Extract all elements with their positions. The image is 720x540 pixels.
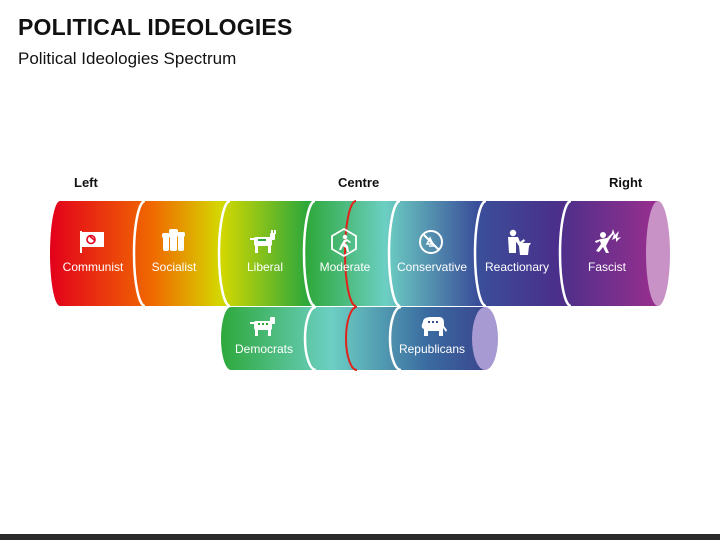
centre-line-bottom xyxy=(345,306,358,371)
podium-speaker-icon xyxy=(508,229,531,255)
bottom-divider-1 xyxy=(303,305,317,372)
page-subtitle: Political Ideologies Spectrum xyxy=(18,49,237,68)
segment-label-reactionary: Reactionary xyxy=(485,260,549,274)
bottom-cylinder-end-cap xyxy=(472,307,498,370)
segment-label-liberal: Liberal xyxy=(247,260,283,274)
footer-bar xyxy=(0,534,720,540)
bottom-divider-2 xyxy=(388,305,402,372)
axis-label-right: Right xyxy=(609,175,643,190)
segment-label-fascist: Fascist xyxy=(588,260,627,274)
segment-label-socialist: Socialist xyxy=(152,260,197,274)
bottom-cylinder-body xyxy=(221,307,485,370)
divider-6 xyxy=(558,199,572,308)
axis-label-centre: Centre xyxy=(338,175,380,190)
segment-label-democrats: Democrats xyxy=(235,342,293,356)
axis-label-left: Left xyxy=(74,175,98,190)
marching-figure-icon xyxy=(595,229,621,253)
segment-label-moderate: Moderate xyxy=(320,260,371,274)
democrat-donkey-icon xyxy=(250,317,275,336)
top-row-labels: Communist Socialist Liberal Moderate Conserv… xyxy=(63,260,627,274)
top-cylinder xyxy=(50,199,670,308)
centre-line-top xyxy=(344,200,357,307)
divider-4 xyxy=(387,199,401,308)
bottom-cylinder xyxy=(221,305,498,372)
elephant-icon xyxy=(421,317,447,336)
page-title: POLITICAL IDEOLOGIES xyxy=(18,14,293,40)
bottom-row-labels: Democrats Republicans xyxy=(235,342,465,356)
top-cylinder-body xyxy=(50,201,658,306)
divider-5 xyxy=(473,199,487,308)
divider-2 xyxy=(217,199,231,308)
donkey-icon xyxy=(250,230,276,253)
segment-label-communist: Communist xyxy=(63,260,124,274)
raised-fists-icon xyxy=(162,229,185,251)
divider-3 xyxy=(302,199,316,308)
hammer-sickle-flag-icon xyxy=(80,231,104,253)
top-cylinder-end-cap xyxy=(646,201,670,306)
segment-label-conservative: Conservative xyxy=(397,260,467,274)
no-recycle-icon xyxy=(419,230,443,254)
segment-label-republicans: Republicans xyxy=(399,342,465,356)
divider-1 xyxy=(132,199,146,308)
climber-icon xyxy=(331,227,357,258)
